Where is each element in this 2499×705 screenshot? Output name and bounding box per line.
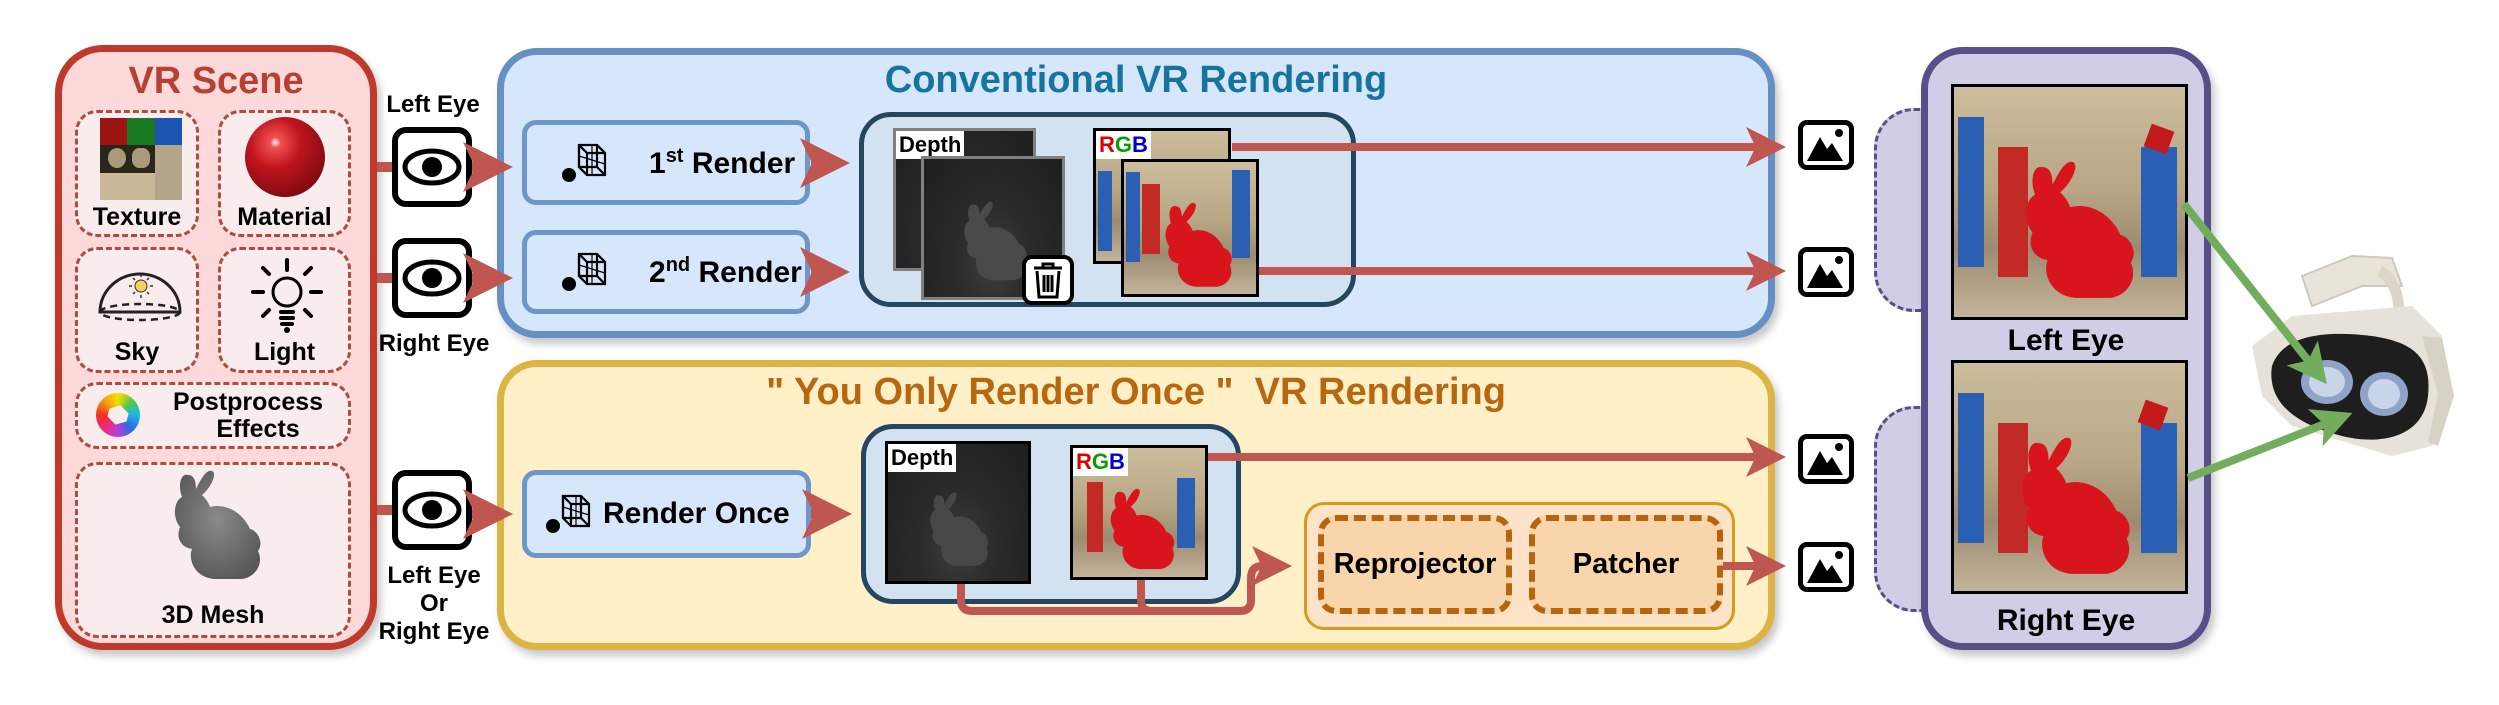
reprojector-box: Reprojector xyxy=(1318,515,1512,614)
first-render-number: 1 xyxy=(649,146,666,180)
render-once-box: Render Once xyxy=(522,470,811,558)
aperture-icon xyxy=(96,393,140,437)
first-render-label: 1st Render xyxy=(649,145,795,181)
vr-scene-title: VR Scene xyxy=(128,60,304,102)
yoro-rgb-tag-g: G xyxy=(1091,449,1110,474)
postprocess-label-line1: Postprocess xyxy=(172,388,324,416)
rgb-image-right xyxy=(1121,159,1259,297)
left-eye-output-image xyxy=(1951,84,2188,320)
texture-atlas-icon xyxy=(100,118,182,200)
right-eye-label: Right Eye xyxy=(378,330,490,357)
first-render-box: 1st Render xyxy=(522,120,810,205)
yoro-rgb-image: RGB xyxy=(1070,445,1208,580)
rgb-tag-r: R xyxy=(1099,132,1115,157)
either-eye-label-line1: Left Eye xyxy=(387,562,481,589)
render-once-label: Render Once xyxy=(603,497,790,530)
output-image-icon xyxy=(1798,247,1854,297)
trash-icon xyxy=(1022,255,1074,305)
second-render-label: 2nd Render xyxy=(649,254,802,290)
material-label: Material xyxy=(237,203,332,231)
yoro-title: " You Only Render Once " VR Rendering xyxy=(766,371,1506,413)
either-eye-label: Left Eye Or Right Eye xyxy=(374,562,494,646)
yoro-rgb-tag-b: B xyxy=(1109,449,1125,474)
postprocess-label-line2: Effects xyxy=(216,415,300,443)
output-image-icon xyxy=(1798,542,1854,592)
second-render-box: 2nd Render xyxy=(522,230,810,314)
either-eye-icon xyxy=(392,470,472,550)
right-eye-output-image xyxy=(1951,360,2188,594)
second-render-text: Render xyxy=(698,256,802,289)
texture-item: Texture xyxy=(75,110,199,237)
right-image-to-headset-arrow xyxy=(2186,409,2353,482)
postprocess-item: Postprocess Effects xyxy=(75,382,351,449)
cube-render-icon xyxy=(562,143,607,182)
output-left-eye-label: Left Eye xyxy=(2007,324,2125,357)
depth-to-reprojector-arrow xyxy=(957,546,1292,615)
light-item: Light xyxy=(218,247,351,373)
left-image-to-headset-arrow xyxy=(2180,201,2327,385)
yoro-depth-tag: Depth xyxy=(888,444,957,472)
red-sphere-icon xyxy=(245,117,325,197)
rgb-tag-g: G xyxy=(1114,132,1133,157)
depth-tag: Depth xyxy=(896,131,965,159)
sky-label: Sky xyxy=(114,338,160,366)
yoro-rgb-tag-r: R xyxy=(1076,449,1092,474)
patcher-box: Patcher xyxy=(1529,515,1723,614)
texture-label: Texture xyxy=(92,203,182,231)
either-eye-label-line2: Or xyxy=(419,590,448,617)
mesh-label: 3D Mesh xyxy=(161,601,265,629)
cube-render-icon xyxy=(562,252,607,291)
sky-dome-icon xyxy=(98,272,182,322)
left-eye-label: Left Eye xyxy=(384,91,482,119)
postprocess-label: Postprocess Effects xyxy=(148,389,348,443)
bunny-mesh-icon xyxy=(174,470,261,579)
material-item: Material xyxy=(218,110,351,237)
conventional-title: Conventional VR Rendering xyxy=(884,59,1388,101)
output-image-icon xyxy=(1798,120,1854,170)
first-render-sup: st xyxy=(665,144,684,167)
cube-render-icon xyxy=(546,494,591,533)
sky-item: Sky xyxy=(75,247,199,373)
light-label: Light xyxy=(253,338,316,366)
rgb-tag: RGB xyxy=(1096,131,1151,159)
yoro-depth-image: Depth xyxy=(885,441,1031,584)
mesh-item: 3D Mesh xyxy=(75,462,351,638)
output-image-icon xyxy=(1798,434,1854,484)
either-eye-label-line3: Right Eye xyxy=(378,618,490,645)
rgb-tag-b: B xyxy=(1132,132,1148,157)
yoro-rgb-tag: RGB xyxy=(1073,448,1128,476)
light-bulb-icon xyxy=(251,258,323,333)
second-render-sup: nd xyxy=(665,254,691,276)
output-right-eye-label: Right Eye xyxy=(1996,604,2136,637)
rgb-to-reprojector-connector xyxy=(1137,580,1153,615)
second-render-number: 2 xyxy=(649,256,666,289)
first-render-text: Render xyxy=(691,146,796,180)
